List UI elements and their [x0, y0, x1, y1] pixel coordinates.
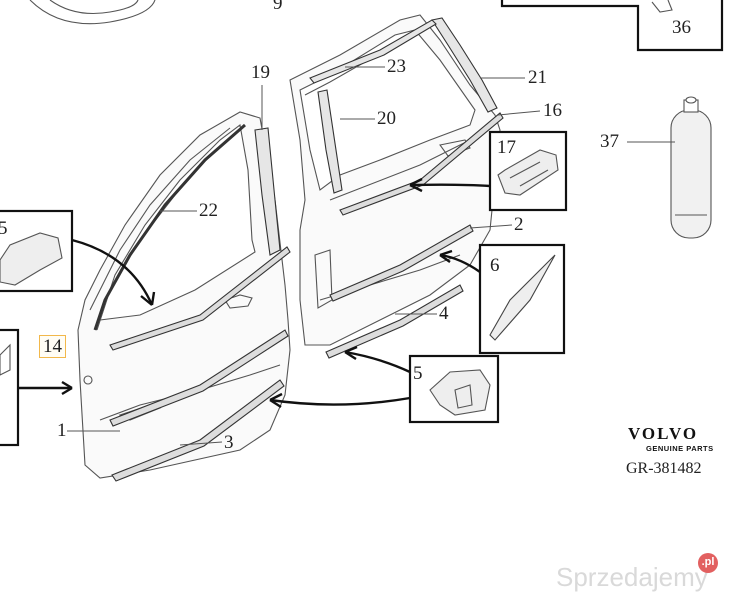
callout-20: 20	[377, 108, 396, 129]
brand-subtitle: GENUINE PARTS	[646, 444, 714, 453]
watermark-badge: .pl	[698, 553, 718, 573]
wheel-fragment	[29, 0, 156, 25]
moulding-22-frame	[93, 123, 246, 331]
strip-3	[111, 379, 285, 482]
callout-22: 22	[199, 200, 218, 221]
arrow-17	[409, 183, 491, 188]
moulding-23	[309, 19, 437, 84]
arrow-5a	[71, 238, 154, 306]
front-door	[77, 111, 291, 479]
callout-2: 2	[514, 214, 524, 235]
arrow-5b-left	[269, 396, 411, 406]
callout-5-left: 5	[0, 218, 8, 239]
callout-23: 23	[387, 56, 406, 77]
callout-14: 14	[39, 335, 66, 358]
rear-door	[289, 14, 501, 346]
callout-17: 17	[497, 137, 516, 158]
watermark-text: Sprzedajemy	[556, 562, 708, 592]
strip-1	[109, 329, 289, 427]
inset-box-36	[500, 0, 724, 52]
callout-6: 6	[490, 255, 500, 276]
callout-1: 1	[57, 420, 67, 441]
callout-19: 19	[251, 62, 270, 83]
strip-14	[109, 246, 291, 351]
callout-3: 3	[224, 432, 234, 453]
callout-4: 4	[439, 303, 449, 324]
moulding-21	[431, 17, 498, 113]
callout-36: 36	[672, 17, 691, 38]
moulding-19	[254, 127, 281, 256]
arrow-6	[439, 253, 481, 273]
callout-16: 16	[543, 100, 562, 121]
arrow-5b-up	[344, 350, 411, 374]
callout-37: 37	[600, 131, 619, 152]
callout-9: 9	[273, 0, 283, 14]
strip-4	[325, 284, 464, 359]
callout-5-bottom: 5	[413, 363, 423, 384]
callout-21: 21	[528, 67, 547, 88]
cylinder-37	[670, 96, 712, 239]
strip-2	[329, 224, 474, 302]
inset-box-left	[0, 328, 20, 447]
moulding-20	[317, 89, 343, 194]
brand-logo: VOLVO	[628, 424, 699, 443]
diagram-reference: GR-381482	[626, 460, 702, 477]
